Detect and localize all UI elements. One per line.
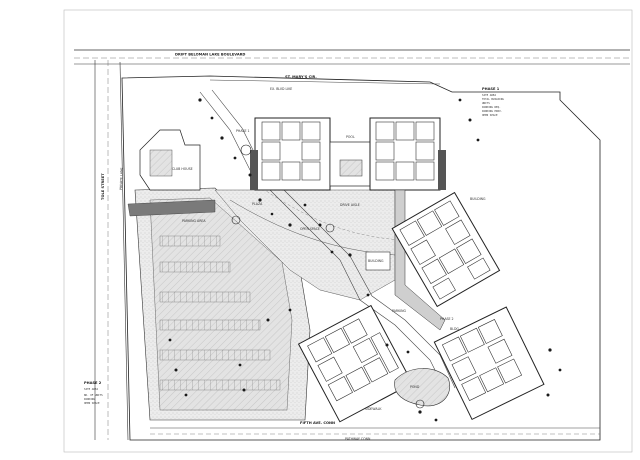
table-bottom-row-4: OPEN SPACE (84, 401, 100, 405)
bottom-road-label: FIFTH AVE. CONN (300, 421, 335, 425)
table-top-row-4: PARKING REQ. (482, 105, 501, 109)
tree-large-3 (325, 223, 335, 233)
phase-a-label: PHASE 1 (236, 129, 250, 133)
table-bottom-row-3: PARKING (84, 397, 95, 401)
building-e (433, 306, 545, 421)
sheet-border (63, 9, 633, 453)
building-d (297, 304, 413, 423)
top-lane-label-2: EX. BLVD LIKE (270, 87, 292, 91)
pond-label: POND (410, 385, 420, 389)
table-top-row-3: UNITS (482, 101, 490, 105)
table-top-row-2: TOTAL BUILDING (482, 97, 504, 101)
mid-building-box (365, 251, 391, 271)
building-c (391, 191, 501, 308)
table-top-row-1: SITE AREA (482, 93, 496, 97)
bottom-road-label-2: PATHWAY CONN (345, 437, 371, 441)
table-bottom-title: PHASE 2 (84, 381, 102, 385)
top-lane-label: ST. MARY'S CIR. (285, 75, 317, 79)
building-e-label: BLDG (450, 327, 459, 331)
pool-area: POOL (329, 135, 371, 187)
building-c-label: BUILDING (470, 197, 486, 201)
parking-lot-left-label: PARKING AREA (182, 219, 206, 223)
entry-drive (127, 199, 216, 217)
parking-right-label: PARKING (392, 309, 407, 313)
left-road-label-2: PRIVATE LANE (119, 168, 124, 191)
table-bottom-row-1: SITE AREA (84, 387, 98, 391)
left-road-label: TOLE STREET (101, 173, 105, 200)
tree-large-2 (231, 215, 241, 225)
tree-large-1 (240, 144, 252, 156)
site-boundary (121, 75, 601, 441)
clubhouse-label: CLUB HOUSE (172, 167, 193, 171)
sidewalk-label: SIDEWALK (365, 407, 382, 411)
table-bottom-row-2: NO. OF UNITS (84, 393, 103, 397)
building-b (369, 117, 446, 191)
walkway-diagonal (199, 91, 446, 391)
plaza-label: PLAZA (252, 202, 263, 206)
trees (168, 98, 562, 422)
boulevard-label: DRIFT BELOMAN LAKE BOULEVARD (175, 53, 245, 57)
right-path (394, 189, 446, 331)
building-a (250, 117, 331, 191)
drive-aisle-label: DRIVE AISLE (340, 203, 360, 207)
phase-b-label: PHASE 2 (440, 317, 454, 321)
table-top-title: PHASE 1 (482, 87, 500, 91)
boulevard-road: DRIFT BELOMAN LAKE BOULEVARD (74, 49, 630, 65)
open-space-label: OPEN SPACE (300, 227, 320, 231)
tree-large-4 (415, 399, 425, 409)
pond (394, 368, 450, 407)
bottom-road: FIFTH AVE. CONN PATHWAY CONN (150, 421, 600, 441)
pool-label: POOL (346, 135, 355, 139)
mid-building-label: BUILDING (368, 259, 384, 263)
table-top-row-5: PARKING PROV. (482, 109, 502, 113)
clubhouse: CLUB HOUSE (139, 129, 201, 191)
left-road: TOLE STREET PRIVATE LANE (94, 60, 129, 441)
site-data-table-top: PHASE 1 SITE AREA TOTAL BUILDING UNITS P… (482, 87, 504, 117)
table-top-row-6: OPEN SPACE (482, 113, 498, 117)
site-data-table-bottom: PHASE 2 SITE AREA NO. OF UNITS PARKING O… (84, 381, 103, 405)
